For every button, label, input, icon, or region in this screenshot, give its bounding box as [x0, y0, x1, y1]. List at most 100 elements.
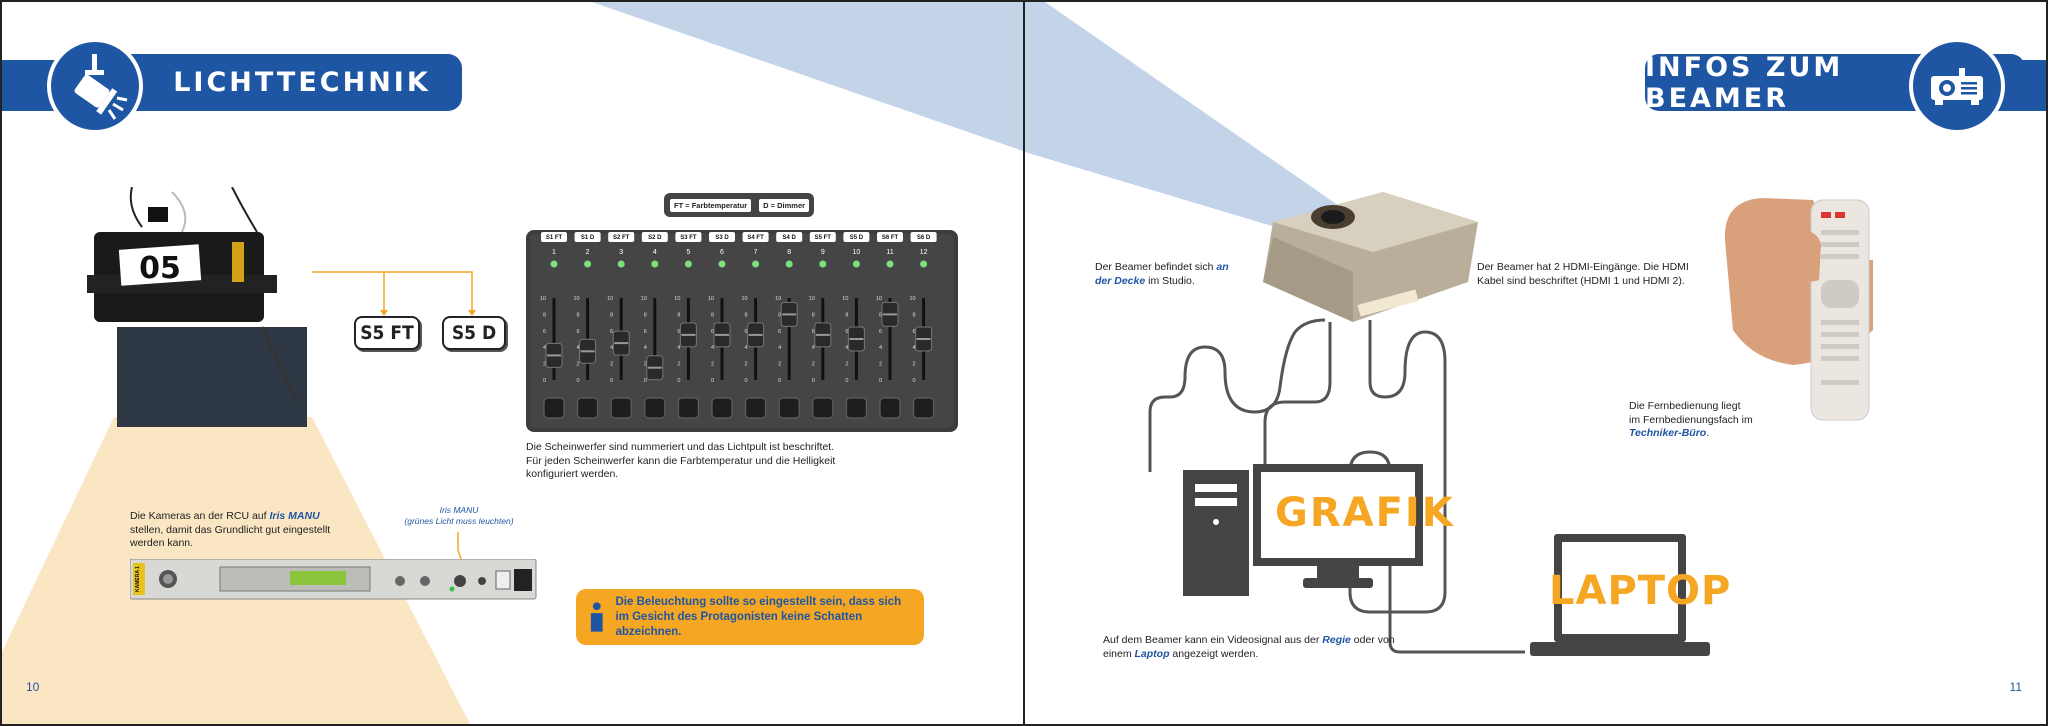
channel-led	[752, 260, 760, 268]
rcu-caption-line-2: stellen, damit das Grundlicht gut einges…	[130, 523, 331, 536]
channel-number: 9	[821, 249, 825, 256]
channel-led	[920, 260, 928, 268]
label-s5-ft: S5 FT	[354, 316, 420, 350]
channel-flash-button[interactable]	[845, 397, 867, 419]
remote-control-photo	[1724, 198, 1873, 421]
fader-scale-tick: 4	[845, 345, 848, 351]
fader-scale-tick: 8	[913, 312, 916, 318]
laptop-icon	[1530, 534, 1710, 656]
fader-scale-tick: 0	[778, 378, 781, 384]
channel-flash-button[interactable]	[711, 397, 733, 419]
fader-scale-tick: 4	[644, 345, 647, 351]
laptop-label: LAPTOP	[1549, 568, 1732, 614]
channel-led	[550, 260, 558, 268]
fader-scale-tick: 10	[573, 296, 579, 302]
channel-led	[651, 260, 659, 268]
channel-flash-button[interactable]	[677, 397, 699, 419]
channel-label: S6 FT	[882, 235, 899, 241]
fader-scale-tick: 2	[745, 362, 748, 368]
fader-scale-tick: 6	[745, 329, 748, 335]
fader-knob-line	[849, 338, 864, 340]
fader-knob-line	[580, 350, 595, 353]
fader-knob-line	[782, 313, 797, 316]
page-infos-zum-beamer: INFOS ZUM BEAMER	[1024, 0, 2048, 726]
remote-text-2: im Fernbedienungsfach im	[1629, 413, 1753, 426]
fader-scale-tick: 2	[610, 362, 613, 368]
channel-flash-button[interactable]	[577, 397, 599, 419]
channel-label: S1 D	[581, 235, 595, 241]
signal-text: Auf dem Beamer kann ein Videosignal aus …	[1103, 634, 1423, 661]
fader-scale-tick: 10	[641, 296, 647, 302]
channel-number: 6	[720, 249, 724, 256]
grafik-label: GRAFIK	[1275, 490, 1455, 536]
channel-number: 4	[653, 249, 657, 256]
channel-led	[617, 260, 625, 268]
channel-number: 3	[619, 249, 623, 256]
fader-scale-tick: 0	[745, 378, 748, 384]
channel-led	[886, 260, 894, 268]
fader-scale-tick: 4	[543, 345, 546, 351]
fader-scale-tick: 10	[909, 296, 915, 302]
fader-scale-tick: 6	[543, 329, 546, 335]
signal-text-1-post: oder von	[1350, 634, 1395, 646]
fader-scale-tick: 8	[812, 312, 815, 318]
channel-label: S4 FT	[747, 235, 764, 241]
fader-scale-tick: 8	[711, 312, 714, 318]
iris-note-sub: (grünes Licht muss leuchten)	[404, 516, 514, 526]
fader-scale-tick: 0	[543, 378, 546, 384]
channel-number: 7	[754, 249, 758, 256]
channel-label: S3 D	[715, 235, 729, 241]
fader-scale-tick: 6	[845, 329, 848, 335]
hdmi-text: Der Beamer hat 2 HDMI-Eingänge. Die HDMI…	[1477, 261, 1717, 288]
rcu-caption: Die Kameras an der RCU auf Iris MANU ste…	[130, 510, 370, 551]
channel-label: S3 FT	[680, 235, 697, 241]
projector-photo	[1263, 192, 1478, 322]
beamer-location-text: Der Beamer befindet sich an der Decke im…	[1095, 261, 1255, 288]
channel-flash-button[interactable]	[913, 397, 935, 419]
channel-label-bg	[742, 232, 769, 242]
channel-label-bg	[675, 232, 702, 242]
channel-flash-button[interactable]	[879, 397, 901, 419]
legend-ft: FT = Farbtemperatur	[670, 198, 752, 212]
channel-label: S2 D	[648, 235, 662, 241]
channel-led	[852, 260, 860, 268]
fader-scale-tick: 4	[778, 345, 781, 351]
channel-led	[785, 260, 793, 268]
fader-scale-tick: 0	[812, 378, 815, 384]
fader-scale-tick: 8	[778, 312, 781, 318]
fader-knob-line	[815, 333, 830, 336]
fader-scale-tick: 4	[913, 345, 916, 351]
channel-number: 1	[552, 249, 556, 256]
fader-scale-tick: 6	[778, 329, 781, 335]
channel-flash-button[interactable]	[778, 397, 800, 419]
channel-flash-button[interactable]	[610, 397, 632, 419]
beamer-text-1-em: an	[1216, 261, 1229, 273]
fader-knob-line	[748, 333, 763, 336]
channel-flash-button[interactable]	[543, 397, 565, 419]
fader-scale-tick: 10	[809, 296, 815, 302]
fader-scale-tick: 10	[607, 296, 613, 302]
channel-flash-button[interactable]	[745, 397, 767, 419]
fader-scale-tick: 6	[711, 329, 714, 335]
fader-scale-tick: 10	[775, 296, 781, 302]
channel-label: S6 D	[917, 235, 931, 241]
fader-scale-tick: 6	[913, 329, 916, 335]
channel-label-bg	[641, 232, 668, 242]
fader-track	[787, 298, 791, 380]
remote-text-end: .	[1706, 427, 1710, 439]
fader-scale-tick: 2	[711, 362, 714, 368]
fader-scale-tick: 8	[543, 312, 546, 318]
fader-knob-line	[614, 342, 629, 345]
hdmi-text-1: Der Beamer hat 2 HDMI-Eingänge. Die HDMI	[1477, 261, 1689, 273]
fader-scale-tick: 0	[677, 378, 680, 384]
monitor-icon	[1253, 464, 1423, 588]
fader-scale-tick: 8	[644, 312, 647, 318]
channel-flash-button[interactable]	[812, 397, 834, 419]
fader-scale-tick: 2	[812, 362, 815, 368]
fader-scale-tick: 6	[644, 329, 647, 335]
iris-note: Iris MANU (grünes Licht muss leuchten)	[394, 505, 524, 527]
iris-connector	[457, 532, 463, 563]
iris-note-title: Iris MANU	[439, 505, 479, 515]
projector-icon	[1909, 38, 2005, 134]
channel-flash-button[interactable]	[644, 397, 666, 419]
